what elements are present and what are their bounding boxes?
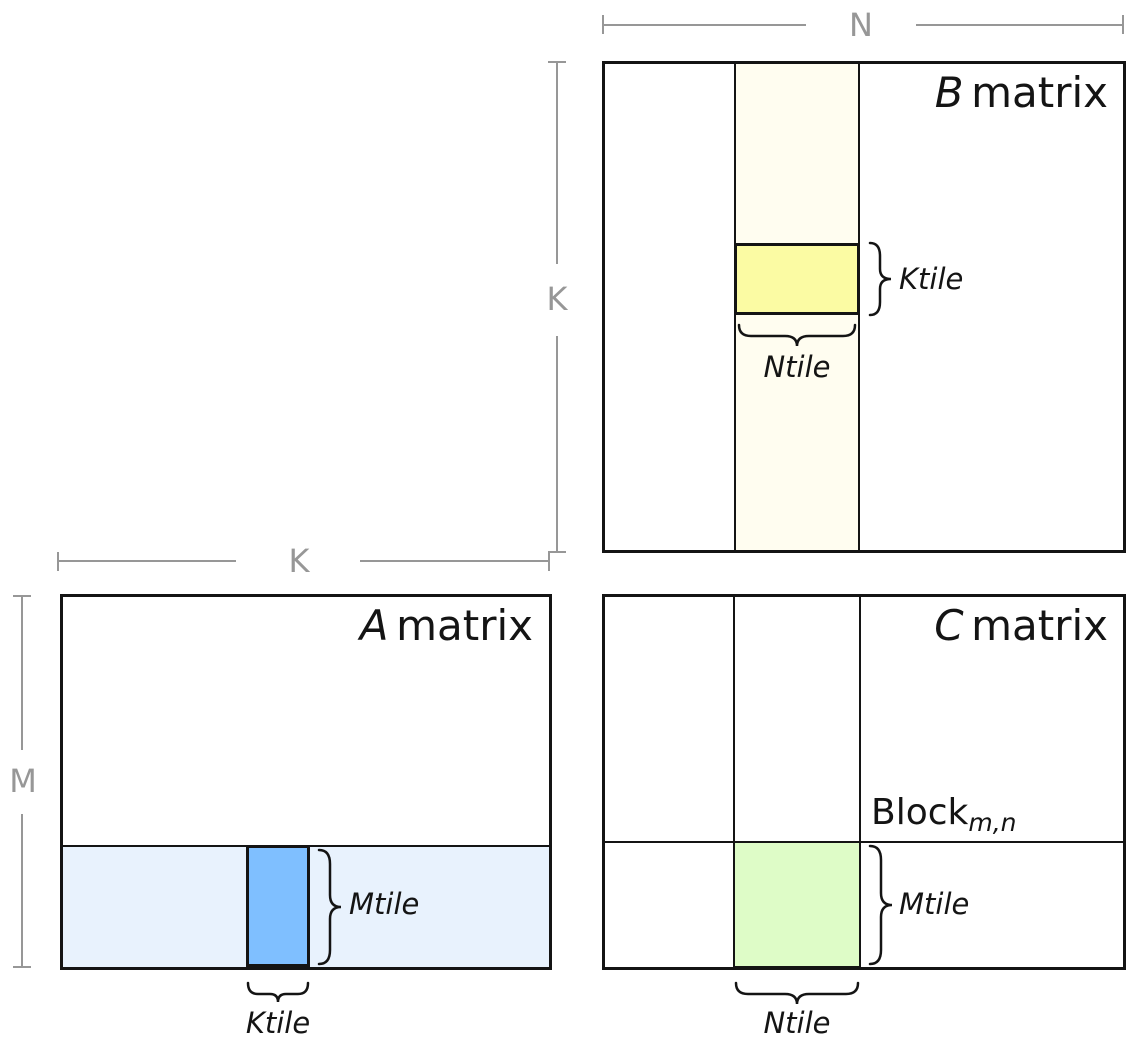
a-matrix-letter: A [359,601,389,650]
c-column-left-line [733,597,735,967]
b-ntile-brace-icon [737,323,857,347]
a-ktile-brace-icon [246,981,310,1003]
c-block-tile [733,841,861,968]
c-mtile-label: Mtile [899,887,970,921]
k-b-dim-top-segment [556,62,558,264]
c-block-label-base: Block [871,792,969,833]
n-dim-right-segment [916,24,1124,26]
b-ktile-brace-icon [868,241,892,317]
c-row-line [605,841,1123,843]
k-a-dim-left-segment [58,560,236,562]
c-column-right-line [859,597,861,967]
a-ktile-block [246,845,310,967]
c-block-label: Blockm,n [871,792,1017,836]
k-a-dim-right-tick [548,552,550,571]
k-a-dim-label: K [288,542,310,580]
m-dim-bottom-tick [13,966,31,968]
c-matrix [602,594,1126,970]
a-mtile-brace-icon [317,848,342,966]
m-dim-top-segment [21,596,23,750]
c-mtile-brace-icon [868,844,893,966]
a-matrix-word: matrix [396,601,533,650]
n-dim-right-tick [1122,15,1124,34]
n-dim-left-segment [603,24,806,26]
b-matrix [602,61,1126,553]
b-matrix-letter: B [934,68,964,117]
a-ktile-label: Ktile [245,1006,311,1040]
k-b-dim-bottom-segment [556,336,558,552]
c-ntile-brace-icon [734,981,860,1005]
c-matrix-word: matrix [971,601,1108,650]
k-b-dim-bottom-tick [548,551,566,553]
k-b-dim-label: K [546,280,568,318]
b-ktile-block [734,243,860,315]
m-dim-bottom-segment [21,814,23,968]
c-block-label-subscript: m,n [968,808,1017,837]
b-ktile-label: Ktile [899,262,964,296]
a-mtile-label: Mtile [349,887,420,921]
b-ntile-label: Ntile [763,350,831,384]
n-dim-label: N [849,6,873,44]
k-a-dim-right-segment [360,560,549,562]
c-ntile-label: Ntile [763,1006,831,1040]
m-dim-label: M [9,762,37,800]
b-matrix-word: matrix [971,68,1108,117]
c-matrix-letter: C [934,601,964,650]
